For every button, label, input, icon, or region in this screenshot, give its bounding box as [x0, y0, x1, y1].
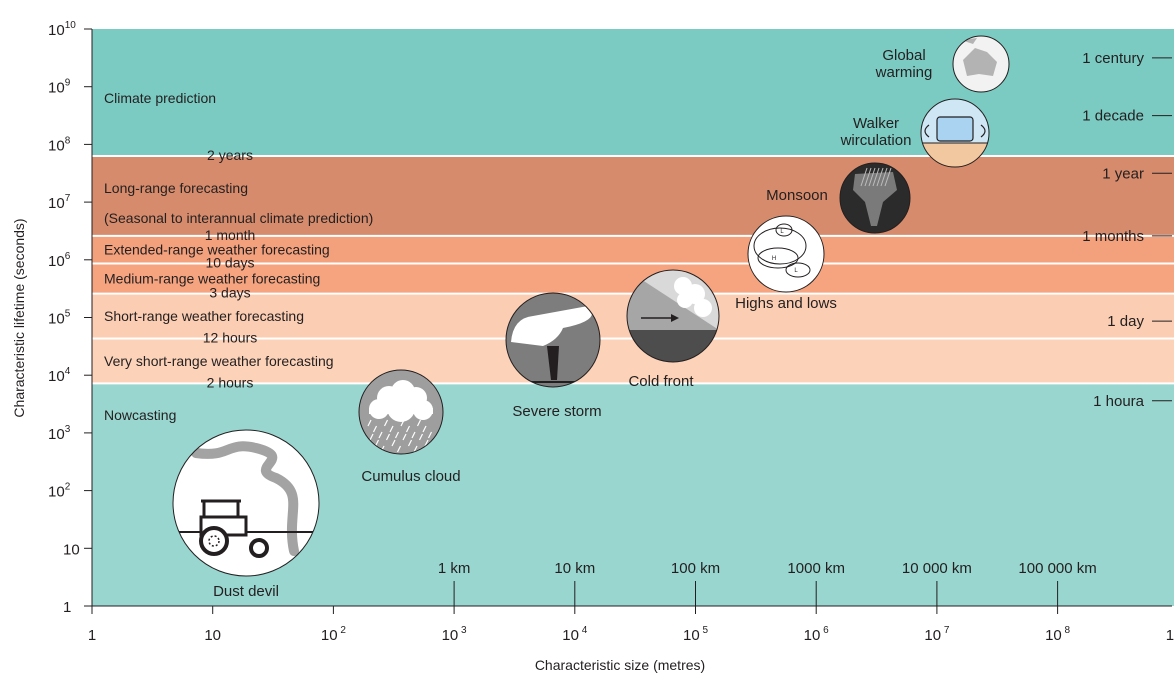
y-tick-label: 1 — [63, 599, 71, 616]
boundary-label: 10 days — [205, 254, 254, 270]
y-tick-label: 106 — [48, 251, 71, 270]
phenomenon-label: Global — [882, 47, 925, 64]
phenomenon-label: Highs and lows — [735, 295, 837, 312]
km-label: 100 km — [671, 560, 720, 577]
boundary-label: 1 month — [205, 227, 256, 243]
x-tick-label: 10 8 — [1045, 625, 1070, 644]
boundary-label: 3 days — [209, 285, 250, 301]
y-tick-label: 105 — [48, 309, 71, 328]
x-tick-label: 10 2 — [321, 625, 346, 644]
band-sublabel: (Seasonal to interannual climate predict… — [104, 210, 373, 226]
y-axis-title: Characteristic lifetime (seconds) — [11, 218, 27, 417]
right-time-labels: 1 century 1 decade 1 year 1 months 1 day 1 ho… — [1082, 50, 1172, 410]
boundary-label: 2 years — [207, 147, 253, 163]
band-5 — [92, 338, 1174, 384]
globe-icon — [952, 35, 1010, 93]
phenomenon-label: Cumulus cloud — [361, 468, 460, 485]
time-label: 1 century — [1082, 50, 1144, 67]
band-1 — [92, 155, 1174, 236]
monsoon-icon — [839, 162, 911, 234]
y-tick-label: 10 — [63, 541, 80, 558]
km-label: 10 000 km — [902, 560, 972, 577]
phenomenon-label: wirculation — [840, 132, 912, 149]
severe-storm-icon — [505, 292, 601, 388]
dust-devil-icon — [172, 429, 320, 577]
x-tick-label: 10 6 — [804, 625, 829, 644]
band-label: Medium-range weather forecasting — [104, 271, 320, 287]
band-label: Nowcasting — [104, 407, 176, 423]
svg-text:L: L — [780, 229, 784, 235]
time-label: 1 year — [1102, 165, 1144, 182]
y-tick-label: 107 — [48, 193, 71, 212]
band-label: Short-range weather forecasting — [104, 308, 304, 324]
phenomenon-label: Severe storm — [512, 403, 601, 420]
x-tick-label: 10 4 — [562, 625, 587, 644]
time-label: 1 decade — [1082, 108, 1144, 125]
boundary-label: 2 hours — [207, 374, 254, 390]
km-label: 1 km — [438, 560, 471, 577]
phenomenon-label: Walker — [853, 115, 899, 132]
boundary-label: 12 hours — [203, 330, 257, 346]
km-label: 100 000 km — [1018, 560, 1096, 577]
y-tick-label: 109 — [48, 78, 71, 97]
svg-text:H: H — [772, 256, 776, 262]
phenomenon-label: Dust devil — [213, 583, 279, 600]
band-2 — [92, 235, 1174, 264]
y-tick-label: 103 — [48, 424, 71, 443]
y-tick-label: 108 — [48, 135, 71, 154]
x-tick-label: 10 — [204, 627, 221, 644]
band-label: Long-range forecasting — [104, 180, 248, 196]
phenomenon-label: Monsoon — [766, 187, 828, 204]
phenomena-icons: L H L — [172, 35, 1010, 577]
svg-text:L: L — [794, 268, 798, 274]
time-label: 1 day — [1107, 313, 1144, 330]
walker-circulation-icon — [920, 98, 990, 168]
y-tick-label: 104 — [48, 366, 71, 385]
band-label: Very short-range weather forecasting — [104, 353, 334, 369]
phenomena-labels: Dust devil Cumulus cloud Severe storm Cold … — [213, 47, 932, 600]
x-tick-label: 10 7 — [924, 625, 949, 644]
band-label: Climate prediction — [104, 90, 216, 106]
highs-lows-icon: L H L — [747, 215, 825, 293]
x-tick-label: 10 5 — [683, 625, 708, 644]
y-tick-label: 1010 — [48, 20, 76, 39]
band-3 — [92, 263, 1174, 294]
km-label: 1000 km — [787, 560, 845, 577]
km-label: 10 km — [554, 560, 595, 577]
x-tick-label: 10 3 — [442, 625, 467, 644]
band-0 — [92, 29, 1174, 156]
time-label: 1 houra — [1093, 393, 1145, 410]
band-label: Extended-range weather forecasting — [104, 242, 330, 258]
x-axis-title: Characteristic size (metres) — [535, 657, 705, 673]
cumulus-cloud-icon — [358, 369, 444, 455]
boundary-labels: 2 years 1 month 10 days 3 days 12 hours 2 hou… — [203, 147, 257, 390]
y-tick-label: 102 — [48, 482, 71, 501]
km-markers: 1 km 10 km 100 km 1000 km 10 000 km 100 000 k… — [438, 560, 1097, 606]
x-tick-label: 10 9 — [1166, 625, 1174, 644]
x-tick-label: 1 — [88, 627, 96, 644]
phenomenon-label: Cold front — [628, 373, 694, 390]
cold-front-icon — [626, 269, 720, 363]
phenomenon-label: warming — [875, 64, 933, 81]
time-label: 1 months — [1082, 228, 1144, 245]
